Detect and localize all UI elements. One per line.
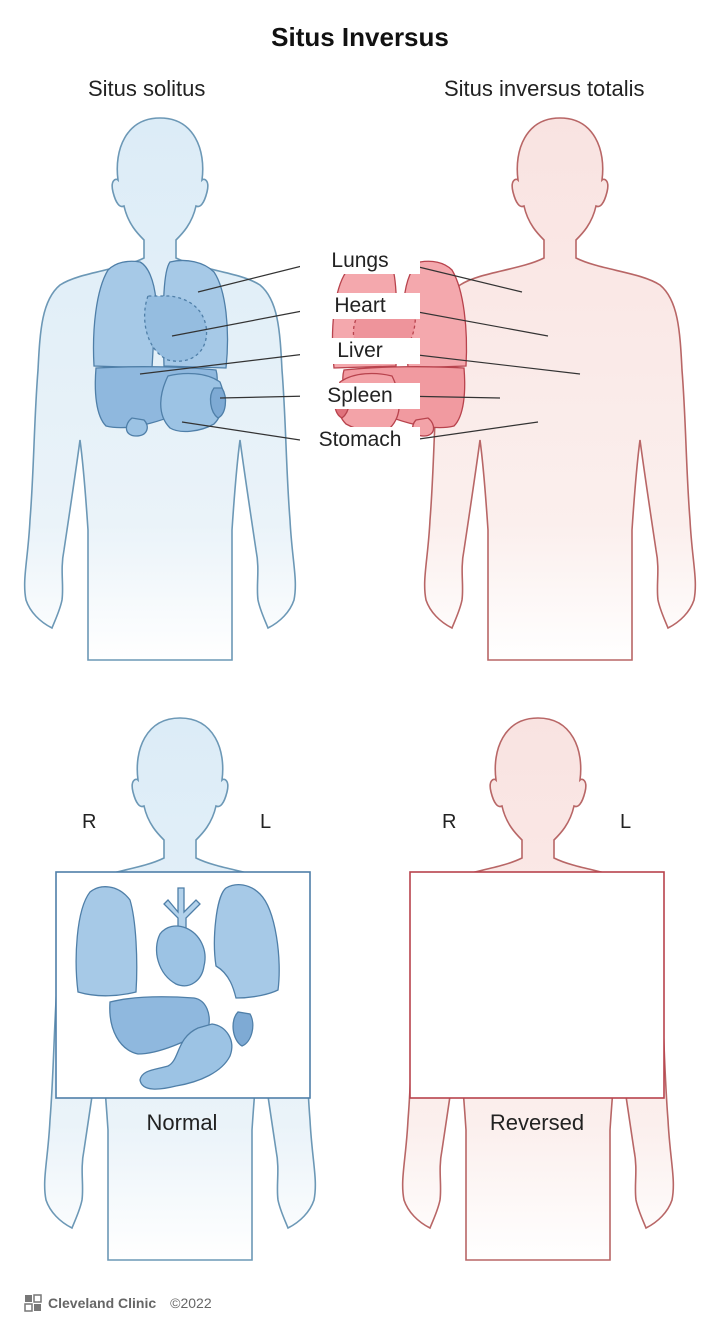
caption-normal: Normal [146, 1110, 218, 1135]
reversed-side-right: R [442, 811, 457, 833]
normal-panel [55, 871, 311, 1099]
top-left-organs [92, 259, 229, 437]
normal-side-right: R [82, 811, 97, 833]
spleen-left-figure [209, 387, 227, 419]
footer-copyright: ©2022 [170, 1295, 212, 1311]
label-heart: Heart [300, 293, 420, 319]
top-right-body [423, 117, 697, 661]
heart-left-figure [144, 295, 208, 362]
normal-right-lung [75, 886, 138, 997]
normal-side-left: L [260, 811, 272, 833]
normal-heart [155, 925, 206, 987]
footer: Cleveland Clinic ©2022 [24, 1294, 212, 1312]
reversed-side-left: L [620, 811, 632, 833]
leader-lines-left [139, 261, 323, 441]
normal-spleen [232, 1011, 254, 1047]
caption-reversed: Reversed [489, 1110, 585, 1135]
label-spleen: Spleen [300, 383, 420, 409]
right-subtitle: Situs inversus totalis [444, 76, 645, 101]
label-liver: Liver [300, 338, 420, 364]
label-stomach: Stomach [300, 427, 420, 453]
normal-stomach [139, 1023, 233, 1090]
cleveland-clinic-logo-icon [24, 1294, 42, 1312]
left-subtitle: Situs solitus [88, 76, 206, 101]
label-lungs: Lungs [300, 248, 420, 274]
page-title: Situs Inversus [271, 22, 449, 52]
footer-brand: Cleveland Clinic [48, 1295, 157, 1311]
stomach-left-figure [160, 372, 225, 433]
lungs-left-figure [92, 260, 157, 369]
reversed-panel [409, 871, 665, 1099]
normal-left-lung [213, 883, 280, 999]
